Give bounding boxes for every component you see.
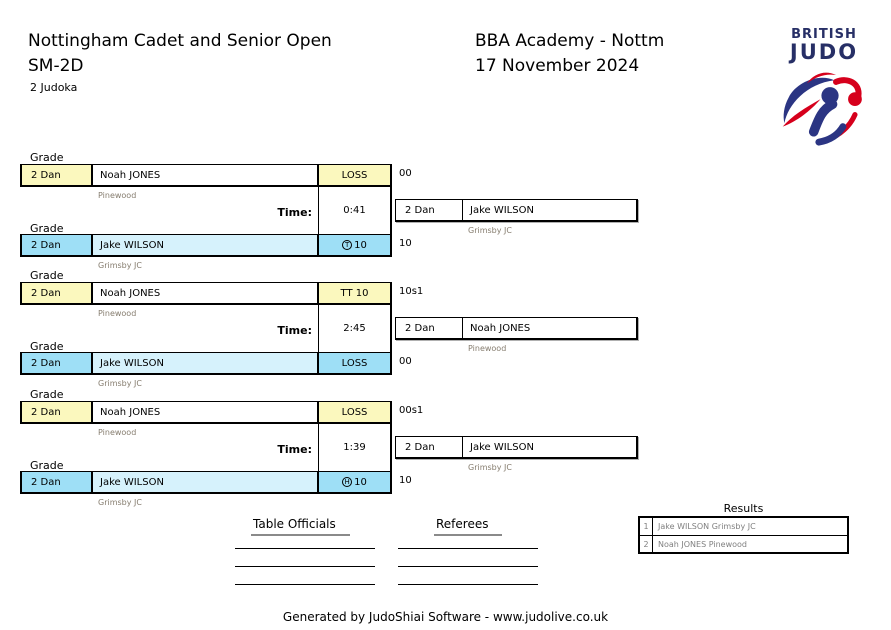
- player-name: Jake WILSON: [91, 353, 317, 373]
- grade-label: Grade: [30, 459, 64, 472]
- competition-title: Nottingham Cadet and Senior Open: [28, 31, 332, 51]
- winner-name: Jake WILSON: [462, 437, 636, 457]
- results-table: 1 Jake WILSON Grimsby JC 2 Noah JONES Pi…: [638, 516, 849, 554]
- grade-label: Grade: [30, 222, 64, 235]
- winner-club: Pinewood: [468, 344, 507, 353]
- points-blue: 10: [399, 475, 412, 486]
- grade-label: Grade: [30, 269, 64, 282]
- winner-club: Grimsby JC: [468, 226, 512, 235]
- signature-line: [398, 548, 538, 549]
- points-white: 00s1: [399, 405, 424, 416]
- table-officials-heading: Table Officials: [251, 517, 350, 536]
- result-name: Jake WILSON Grimsby JC: [658, 522, 756, 531]
- signature-line: [235, 584, 375, 585]
- player-name: Jake WILSON: [91, 472, 317, 492]
- result-cell: H 10: [317, 472, 390, 492]
- result-cell: LOSS: [317, 353, 390, 373]
- player-name: Noah JONES: [91, 165, 317, 185]
- time-label: Time:: [277, 206, 312, 219]
- generator-credit: Generated by JudoShiai Software - www.ju…: [282, 610, 609, 624]
- match2-blue-row: 2 Dan Jake WILSON LOSS: [20, 352, 392, 375]
- score-symbol: T: [342, 240, 353, 250]
- grade-label: Grade: [30, 151, 64, 164]
- logo-text-judo: JUDO: [789, 40, 859, 64]
- grade-cell: 2 Dan: [22, 283, 91, 303]
- winner-box: 2 Dan Noah JONES: [395, 317, 638, 340]
- match-time: 1:39: [318, 423, 392, 471]
- match1-white-row: 2 Dan Noah JONES LOSS: [20, 164, 392, 187]
- club-name: Pinewood: [98, 309, 137, 318]
- result-text: 10: [354, 239, 367, 251]
- referees-heading: Referees: [434, 517, 503, 536]
- match-block-1: Grade 2 Dan Noah JONES LOSS Pinewood 00 …: [20, 150, 871, 275]
- grade-cell: 2 Dan: [22, 235, 91, 255]
- results-heading: Results: [723, 502, 764, 515]
- points-white: 00: [399, 168, 412, 179]
- signature-line: [398, 566, 538, 567]
- grade-cell: 2 Dan: [22, 472, 91, 492]
- result-cell: TT 10: [317, 283, 390, 303]
- category-code: SM-2D: [28, 56, 84, 76]
- match-block-2: Grade 2 Dan Noah JONES TT 10 Pinewood 10…: [20, 268, 871, 393]
- result-cell: T 10: [317, 235, 390, 255]
- result-row: 1 Jake WILSON Grimsby JC: [640, 518, 847, 535]
- judoka-count: 2 Judoka: [30, 81, 78, 94]
- time-label: Time:: [277, 443, 312, 456]
- winner-box: 2 Dan Jake WILSON: [395, 199, 638, 222]
- match-time: 0:41: [318, 186, 392, 234]
- result-name: Noah JONES Pinewood: [658, 539, 747, 549]
- result-text: LOSS: [341, 406, 368, 418]
- grade-cell: 2 Dan: [22, 353, 91, 373]
- player-name: Noah JONES: [91, 283, 317, 303]
- result-cell: LOSS: [317, 402, 390, 422]
- winner-club: Grimsby JC: [468, 463, 512, 472]
- result-text: LOSS: [341, 169, 368, 181]
- match2-white-row: 2 Dan Noah JONES TT 10: [20, 282, 392, 305]
- points-white: 10s1: [399, 286, 424, 297]
- event-date: 17 November 2024: [475, 56, 640, 76]
- winner-name: Jake WILSON: [462, 200, 636, 220]
- grade-cell: 2 Dan: [22, 165, 91, 185]
- club-name: Grimsby JC: [98, 379, 142, 388]
- match3-blue-row: 2 Dan Jake WILSON H 10: [20, 471, 392, 494]
- club-name: Pinewood: [98, 191, 137, 200]
- player-name: Noah JONES: [91, 402, 317, 422]
- points-blue: 10: [399, 238, 412, 249]
- match3-white-row: 2 Dan Noah JONES LOSS: [20, 401, 392, 424]
- match-block-3: Grade 2 Dan Noah JONES LOSS Pinewood 00s…: [20, 387, 871, 512]
- time-label: Time:: [277, 324, 312, 337]
- match1-blue-row: 2 Dan Jake WILSON T 10: [20, 234, 392, 257]
- score-symbol: H: [342, 477, 353, 487]
- logo-text-british: BRITISH: [791, 27, 857, 42]
- winner-grade: 2 Dan: [405, 204, 435, 216]
- result-rank: 1: [640, 518, 653, 535]
- result-row: 2 Noah JONES Pinewood: [640, 535, 847, 552]
- winner-grade: 2 Dan: [405, 441, 435, 453]
- winner-name: Noah JONES: [462, 318, 636, 338]
- club-name: Grimsby JC: [98, 498, 142, 507]
- winner-grade: 2 Dan: [405, 322, 435, 334]
- signature-line: [398, 584, 538, 585]
- judoka-figure-icon: [782, 72, 862, 146]
- venue-name: BBA Academy - Nottm: [475, 31, 665, 51]
- signature-line: [235, 566, 375, 567]
- result-text: 10: [354, 476, 367, 488]
- club-name: Grimsby JC: [98, 261, 142, 270]
- match-time: 2:45: [318, 304, 392, 352]
- grade-label: Grade: [30, 340, 64, 353]
- result-text: TT 10: [340, 287, 369, 299]
- result-cell: LOSS: [317, 165, 390, 185]
- result-rank: 2: [640, 536, 653, 552]
- club-name: Pinewood: [98, 428, 137, 437]
- points-blue: 00: [399, 356, 412, 367]
- signature-line: [235, 548, 375, 549]
- grade-cell: 2 Dan: [22, 402, 91, 422]
- grade-label: Grade: [30, 388, 64, 401]
- winner-box: 2 Dan Jake WILSON: [395, 436, 638, 459]
- result-text: LOSS: [341, 357, 368, 369]
- player-name: Jake WILSON: [91, 235, 317, 255]
- british-judo-logo: BRITISH JUDO: [772, 28, 876, 150]
